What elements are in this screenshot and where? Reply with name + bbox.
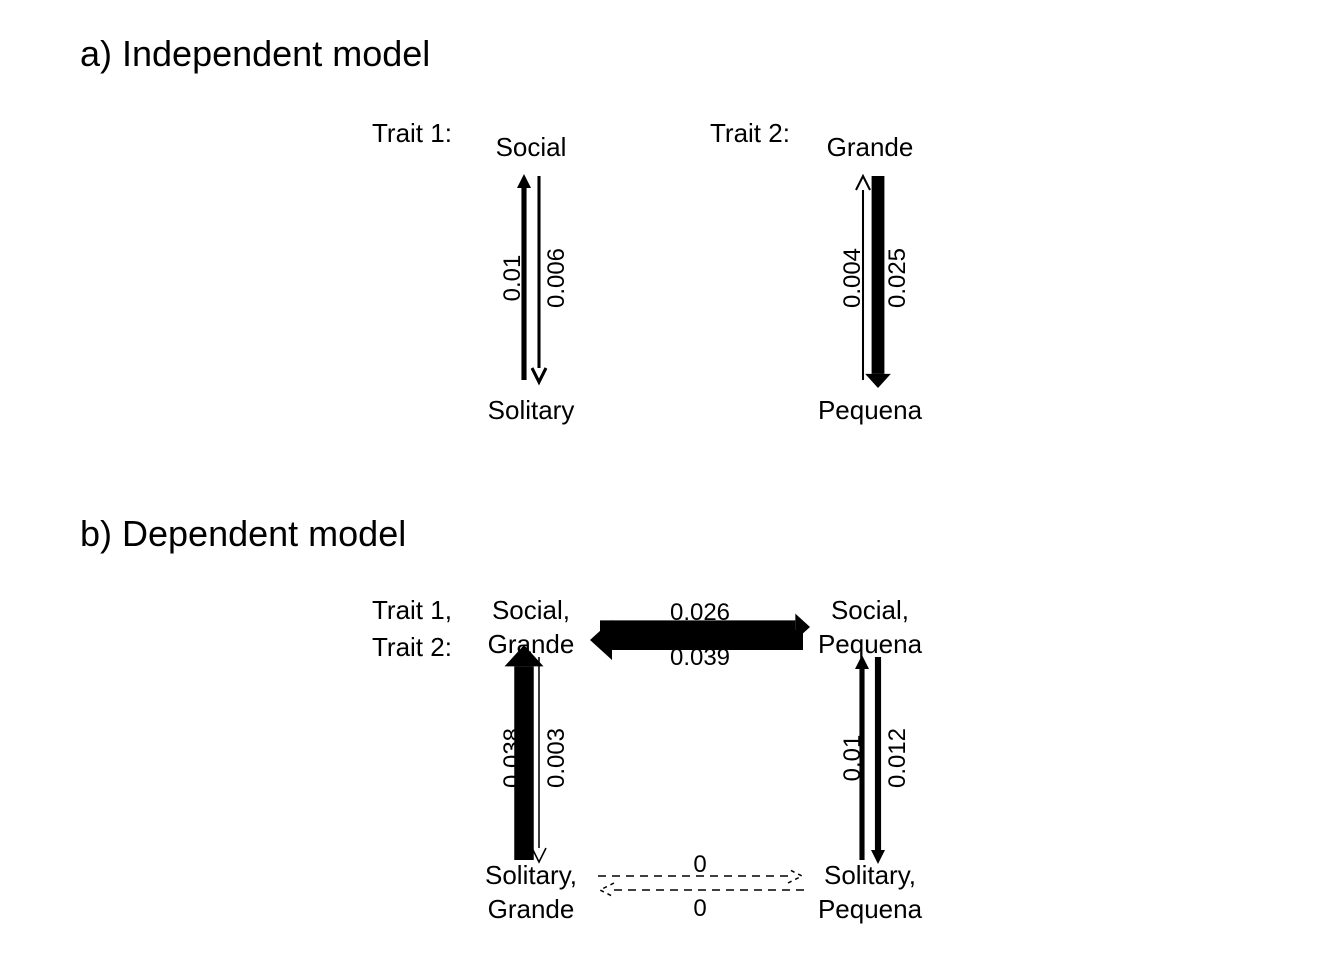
trait2-label: Trait 2: bbox=[710, 118, 790, 148]
arrow-solg-to-sg-head bbox=[504, 645, 544, 667]
state-social-pequena-line1: Social, bbox=[831, 595, 909, 625]
arrow-social-to-solitary-head bbox=[530, 367, 548, 386]
dependent-arrows bbox=[504, 613, 885, 898]
state-solitary-grande-line1: Solitary, bbox=[485, 860, 577, 890]
arrow-sp-to-sg-head bbox=[590, 620, 612, 660]
arrow-solg-to-solp-head bbox=[787, 868, 804, 884]
state-social: Social bbox=[496, 132, 567, 162]
rate-sp-to-solp: 0.012 bbox=[884, 728, 911, 788]
trait-label-1: Trait 1, bbox=[372, 595, 452, 625]
arrow-grande-to-pequena-head bbox=[865, 373, 891, 388]
rate-sg-to-sp: 0.026 bbox=[670, 599, 730, 626]
rate-solp-to-sp: 0.01 bbox=[839, 735, 866, 782]
arrow-solitary-to-social-head bbox=[517, 174, 531, 188]
rate-grande-to-pequena: 0.025 bbox=[884, 248, 911, 308]
rate-social-to-solitary: 0.006 bbox=[543, 248, 570, 308]
rate-sp-to-sg: 0.039 bbox=[670, 644, 730, 671]
trait-label-2: Trait 2: bbox=[372, 632, 452, 662]
state-solitary-grande-line2: Grande bbox=[488, 894, 575, 924]
state-social-grande-line1: Social, bbox=[492, 595, 570, 625]
arrow-solp-to-solg-head bbox=[598, 882, 615, 898]
rate-solg-to-sg: 0.038 bbox=[499, 728, 526, 788]
state-social-grande-line2: Grande bbox=[488, 629, 575, 659]
arrow-pequena-to-grande-head bbox=[855, 173, 871, 191]
state-solitary-pequena-line1: Solitary, bbox=[824, 860, 916, 890]
panel-a-title: a) Independent model bbox=[80, 33, 430, 74]
state-pequena: Pequena bbox=[818, 395, 923, 425]
rate-solitary-to-social: 0.01 bbox=[499, 255, 526, 302]
trait2-arrows bbox=[855, 173, 891, 388]
arrow-sg-to-solg-head bbox=[531, 847, 547, 864]
arrow-sp-to-solp-head bbox=[871, 850, 885, 864]
rate-sg-to-solg: 0.003 bbox=[543, 728, 570, 788]
panel-b-title: b) Dependent model bbox=[80, 513, 406, 554]
trait1-arrows bbox=[517, 174, 548, 386]
state-grande: Grande bbox=[827, 132, 914, 162]
arrow-solp-to-sp-head bbox=[855, 655, 869, 669]
rate-solp-to-solg: 0 bbox=[693, 895, 706, 922]
state-solitary: Solitary bbox=[488, 395, 575, 425]
trait1-label: Trait 1: bbox=[372, 118, 452, 148]
state-solitary-pequena-line2: Pequena bbox=[818, 894, 923, 924]
rate-solg-to-solp: 0 bbox=[693, 851, 706, 878]
rate-pequena-to-grande: 0.004 bbox=[839, 248, 866, 308]
state-social-pequena-line2: Pequena bbox=[818, 629, 923, 659]
